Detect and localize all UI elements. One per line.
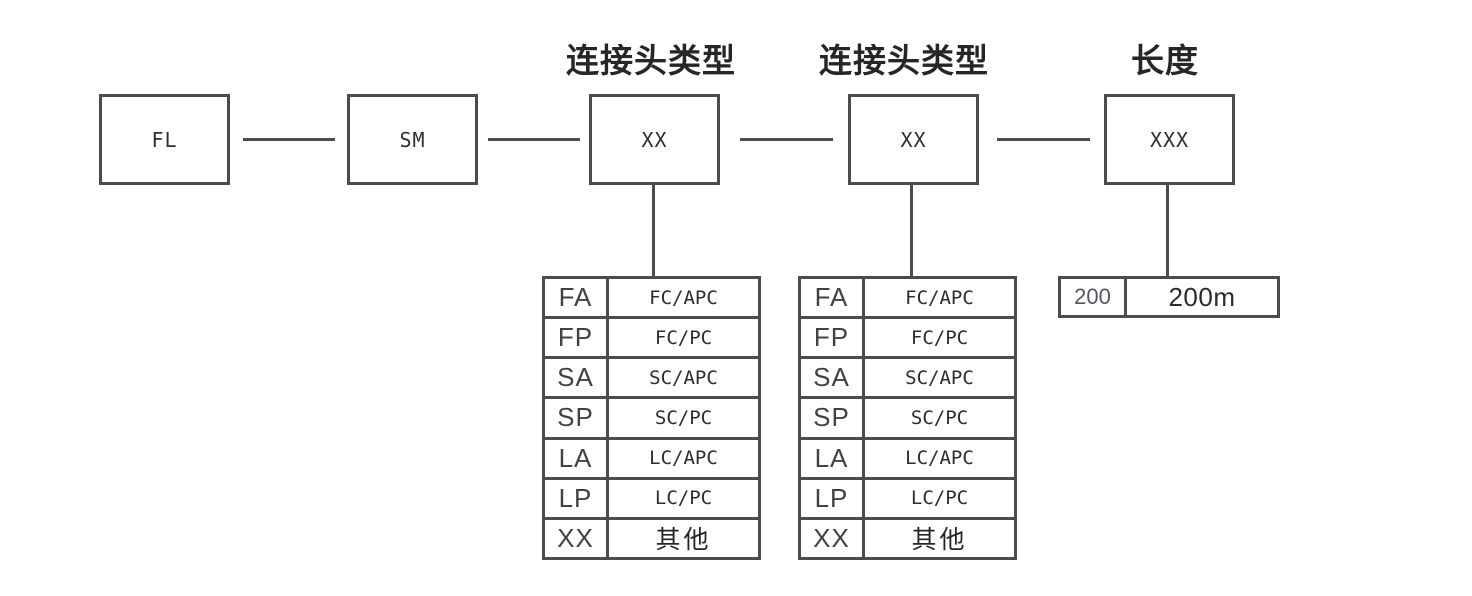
value-cell: FC/PC <box>609 319 758 357</box>
code-cell: FP <box>801 319 862 357</box>
connector-line <box>243 138 335 141</box>
node-fiber-mode-sm: SM <box>347 94 478 185</box>
node-label: XX <box>900 127 927 152</box>
code-cell: LP <box>545 479 606 517</box>
value-cell: LC/PC <box>865 479 1014 517</box>
code-cell: XX <box>801 519 862 557</box>
connector-line <box>488 138 580 141</box>
value-cell: SC/APC <box>865 359 1014 397</box>
node-series-fl: FL <box>99 94 230 185</box>
code-cell: SP <box>545 399 606 437</box>
connector-line <box>740 138 833 141</box>
drop-line <box>910 185 913 276</box>
code-cell: SA <box>801 359 862 397</box>
node-label: XX <box>641 127 668 152</box>
drop-line <box>1166 185 1169 276</box>
code-cell: SP <box>801 399 862 437</box>
code-cell: SA <box>545 359 606 397</box>
value-cell: 200m <box>1127 279 1277 315</box>
code-cell: XX <box>545 519 606 557</box>
value-cell: LC/APC <box>865 439 1014 477</box>
connector-type-table-1: FA FC/APC FP FC/PC SA SC/APC SP SC/PC LA… <box>542 276 761 560</box>
value-cell: 其他 <box>865 519 1014 557</box>
header-connector-type-1: 连接头类型 <box>566 42 736 79</box>
value-cell: SC/APC <box>609 359 758 397</box>
drop-line <box>652 185 655 276</box>
code-cell: LA <box>545 439 606 477</box>
value-cell: SC/PC <box>609 399 758 437</box>
value-cell: FC/PC <box>865 319 1014 357</box>
code-cell: LP <box>801 479 862 517</box>
node-label: SM <box>399 127 426 152</box>
node-connector-type-2: XX <box>848 94 979 185</box>
code-cell: FA <box>545 279 606 317</box>
code-cell: LA <box>801 439 862 477</box>
value-cell: 其他 <box>609 519 758 557</box>
connector-type-table-2: FA FC/APC FP FC/PC SA SC/APC SP SC/PC LA… <box>798 276 1017 560</box>
connector-line <box>997 138 1090 141</box>
value-cell: LC/APC <box>609 439 758 477</box>
code-cell: 200 <box>1061 279 1124 315</box>
value-cell: SC/PC <box>865 399 1014 437</box>
node-length-xxx: XXX <box>1104 94 1235 185</box>
node-label: XXX <box>1149 127 1190 152</box>
value-cell: FC/APC <box>609 279 758 317</box>
length-table: 200 200m <box>1058 276 1280 318</box>
node-label: FL <box>151 127 178 152</box>
value-cell: FC/APC <box>865 279 1014 317</box>
header-length: 长度 <box>1131 42 1199 79</box>
code-cell: FA <box>801 279 862 317</box>
value-cell: LC/PC <box>609 479 758 517</box>
code-cell: FP <box>545 319 606 357</box>
node-connector-type-1: XX <box>589 94 720 185</box>
header-connector-type-2: 连接头类型 <box>819 42 989 79</box>
